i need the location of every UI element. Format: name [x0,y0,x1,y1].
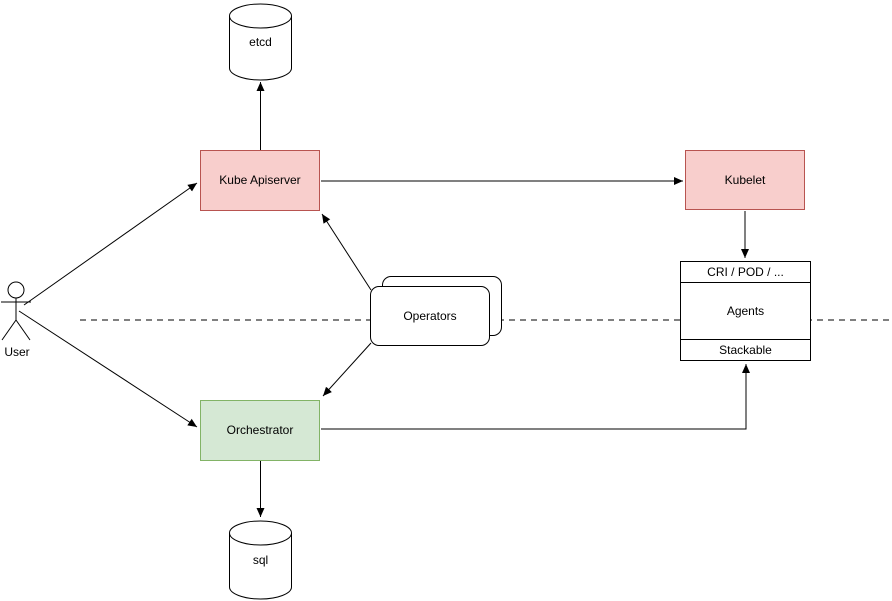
user-right-leg [15,319,31,341]
edge-operators-to-orchestrator [322,342,372,397]
node-kube-apiserver-label: Kube Apiserver [219,173,301,188]
node-operators-label: Operators [403,309,457,323]
user-actor-figure [1,281,31,341]
etcd-cylinder-shape [229,3,292,81]
user-actor-label: User [4,345,30,359]
user-left-leg [1,319,17,341]
edge-operators-to-kube-apiserver [321,213,372,291]
node-orchestrator: Orchestrator [200,400,320,461]
node-orchestrator-label: Orchestrator [226,423,294,438]
node-kube-apiserver: Kube Apiserver [200,150,320,211]
node-agents-body: Agents [726,304,765,318]
node-etcd-label: etcd [249,35,272,49]
sql-cylinder-shape [229,520,292,600]
node-kubelet-label: Kubelet [724,172,766,187]
node-agents-header: CRI / POD / ... [681,262,810,283]
user-head [7,281,25,299]
edge-user-to-kube-apiserver [23,182,198,306]
node-sql-label: sql [252,553,269,567]
node-agents-footer: Stackable [681,339,810,360]
node-operators: Operators [370,286,490,346]
edge-user-to-orchestrator [18,310,198,428]
node-agents: CRI / POD / ... Agents Stackable [680,261,811,361]
edge-orchestrator-to-agents-stackable [321,364,750,430]
node-kubelet: Kubelet [685,150,805,210]
